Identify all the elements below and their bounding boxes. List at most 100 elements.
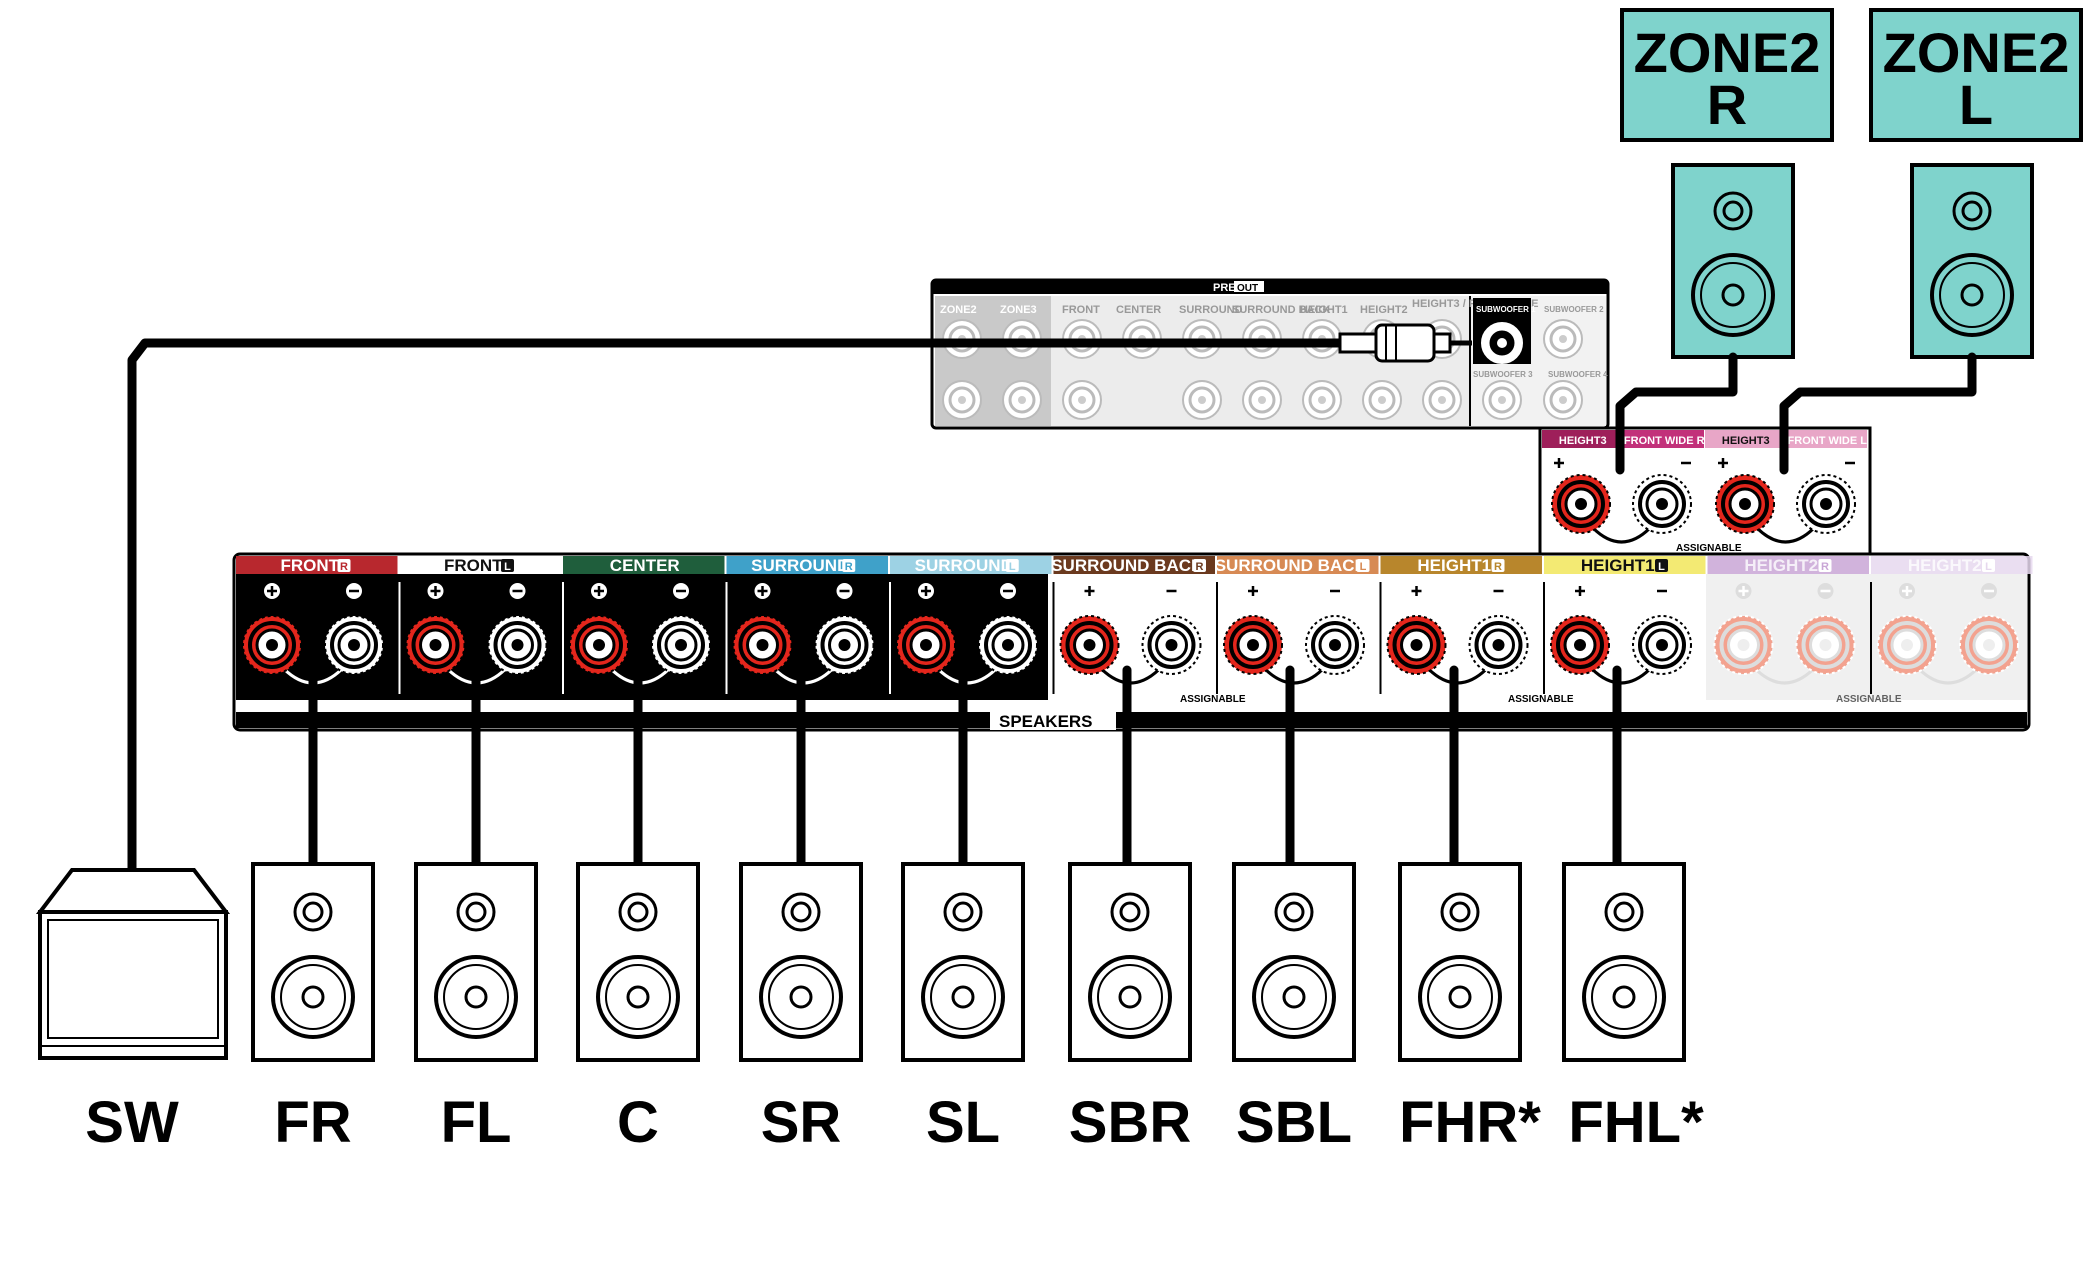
side-badge	[1005, 559, 1019, 572]
surround-back-preout-label: SURROUND BACK	[1232, 304, 1330, 316]
rca-jack	[1362, 380, 1402, 420]
zone2-r-line1: ZONE2	[1634, 21, 1821, 84]
terminal-header-bg	[1053, 556, 1215, 574]
subwoofer	[35, 868, 231, 1060]
terminal-header-label: FRONT	[444, 556, 503, 575]
speaker-icon	[1398, 862, 1522, 1062]
side-badge	[337, 559, 351, 572]
subwoofer2-label: SUBWOOFER 2	[1544, 305, 1604, 314]
upper-negative-terminal	[1632, 474, 1692, 534]
terminal-header-label: HEIGHT2	[1908, 556, 1982, 575]
surround-preout-label: SURROUND	[1179, 304, 1243, 316]
plus-sign	[1408, 583, 1425, 599]
speaker-icon	[739, 862, 863, 1062]
upper-header-label: HEIGHT3	[1722, 435, 1770, 447]
rca-jack	[1543, 319, 1583, 359]
zone2-r-speaker	[1671, 163, 1795, 359]
speaker-cables	[308, 665, 1622, 871]
rca-jack	[1543, 380, 1583, 420]
terminal-header-label: HEIGHT2	[1744, 556, 1818, 575]
minus-sign	[1163, 583, 1180, 599]
terminal-header-label: SURROUND	[915, 556, 1013, 575]
speaker-label-fl: FL	[441, 1090, 512, 1155]
negative-terminal	[324, 615, 384, 675]
assignable-label-sb: ASSIGNABLE	[1180, 694, 1246, 705]
rca-jack	[1002, 319, 1042, 359]
height1-preout-label: HEIGHT1	[1300, 304, 1348, 316]
negative-terminal	[1141, 615, 1202, 675]
terminal-bridge	[1754, 667, 1815, 685]
minus-sign	[1490, 583, 1507, 599]
pre-out-badge: OUT	[1237, 283, 1258, 294]
zone2-l-speaker	[1910, 163, 2034, 359]
subwoofer-cable	[127, 338, 1345, 875]
side-badge-letter: L	[1009, 561, 1016, 573]
positive-terminal	[1059, 615, 1120, 675]
minus-sign	[1654, 583, 1670, 599]
subwoofer3-label: SUBWOOFER 3	[1473, 370, 1533, 379]
minus-sign	[509, 583, 526, 599]
rca-jack	[1182, 380, 1222, 420]
minus-sign	[1327, 583, 1343, 599]
terminal-header-label: HEIGHT1	[1581, 556, 1655, 575]
zone2-left: ZONE2 L	[1869, 8, 2083, 359]
speaker-label-sl: SL	[926, 1090, 1000, 1155]
side-badge	[1818, 559, 1832, 572]
speaker-icon	[1232, 862, 1356, 1062]
plus-sign	[264, 583, 280, 599]
positive-terminal	[1713, 615, 1774, 675]
zone2-r-cable	[1615, 352, 1738, 475]
speaker-icon	[1562, 862, 1686, 1062]
negative-terminal	[487, 615, 548, 675]
side-badge-letter: L	[1985, 561, 1992, 573]
side-badge-letter: R	[1494, 561, 1502, 573]
minus-sign	[1817, 583, 1834, 599]
side-badge-letter: L	[1360, 561, 1367, 573]
minus-sign	[1000, 583, 1016, 599]
speaker-icon	[901, 862, 1025, 1062]
height2-preout-label: HEIGHT2	[1360, 304, 1408, 316]
plus-sign	[918, 583, 934, 599]
pre-out-title: PRE	[1213, 282, 1236, 294]
zone2-l-line1: ZONE2	[1883, 21, 2070, 84]
zone2-l-box	[1869, 8, 2083, 142]
side-badge-letter: R	[1821, 561, 1829, 573]
rca-jack	[1242, 380, 1282, 420]
upper-terminal-bridge	[1591, 526, 1652, 544]
upper-header-label: FRONT WIDE R	[1624, 435, 1705, 447]
side-badge-letter: R	[340, 561, 348, 573]
speaker-icon	[576, 862, 700, 1062]
zone2-r-box	[1620, 8, 1834, 142]
upper-plus-sign	[1715, 455, 1731, 471]
positive-terminal	[1223, 615, 1283, 675]
subwoofer4-label: SUBWOOFER 4	[1548, 370, 1608, 379]
speaker-label-sbl: SBL	[1236, 1090, 1352, 1155]
side-badge	[1356, 559, 1370, 572]
terminal-header-label: SURROUND BACK	[1215, 556, 1368, 575]
minus-sign	[673, 583, 689, 599]
speaker-label-c: C	[617, 1090, 659, 1155]
upper-assignable-label: ASSIGNABLE	[1676, 543, 1742, 554]
plus-sign	[1735, 583, 1752, 599]
assignable-label-h1: ASSIGNABLE	[1508, 694, 1574, 705]
zone2-right: ZONE2 R	[1620, 8, 1834, 359]
positive-terminal	[732, 615, 793, 675]
negative-terminal	[1305, 615, 1365, 675]
positive-terminal	[569, 615, 629, 675]
side-badge	[1655, 559, 1668, 572]
upper-minus-sign	[1678, 455, 1694, 471]
center-preout-label: CENTER	[1116, 304, 1161, 316]
rca-jack	[1482, 380, 1522, 420]
negative-terminal	[1959, 615, 2019, 675]
zone2-l-line2: L	[1959, 73, 1993, 136]
front-preout-label: FRONT	[1062, 304, 1100, 316]
plus-sign	[754, 583, 771, 599]
rca-jack	[1302, 380, 1342, 420]
terminal-header-bg	[236, 556, 398, 574]
rca-jack	[1062, 380, 1102, 420]
terminal-header-label: SURROUND BACK	[1051, 556, 1204, 575]
side-badge-letter: L	[1658, 561, 1665, 573]
terminal-header-bg	[399, 556, 561, 574]
